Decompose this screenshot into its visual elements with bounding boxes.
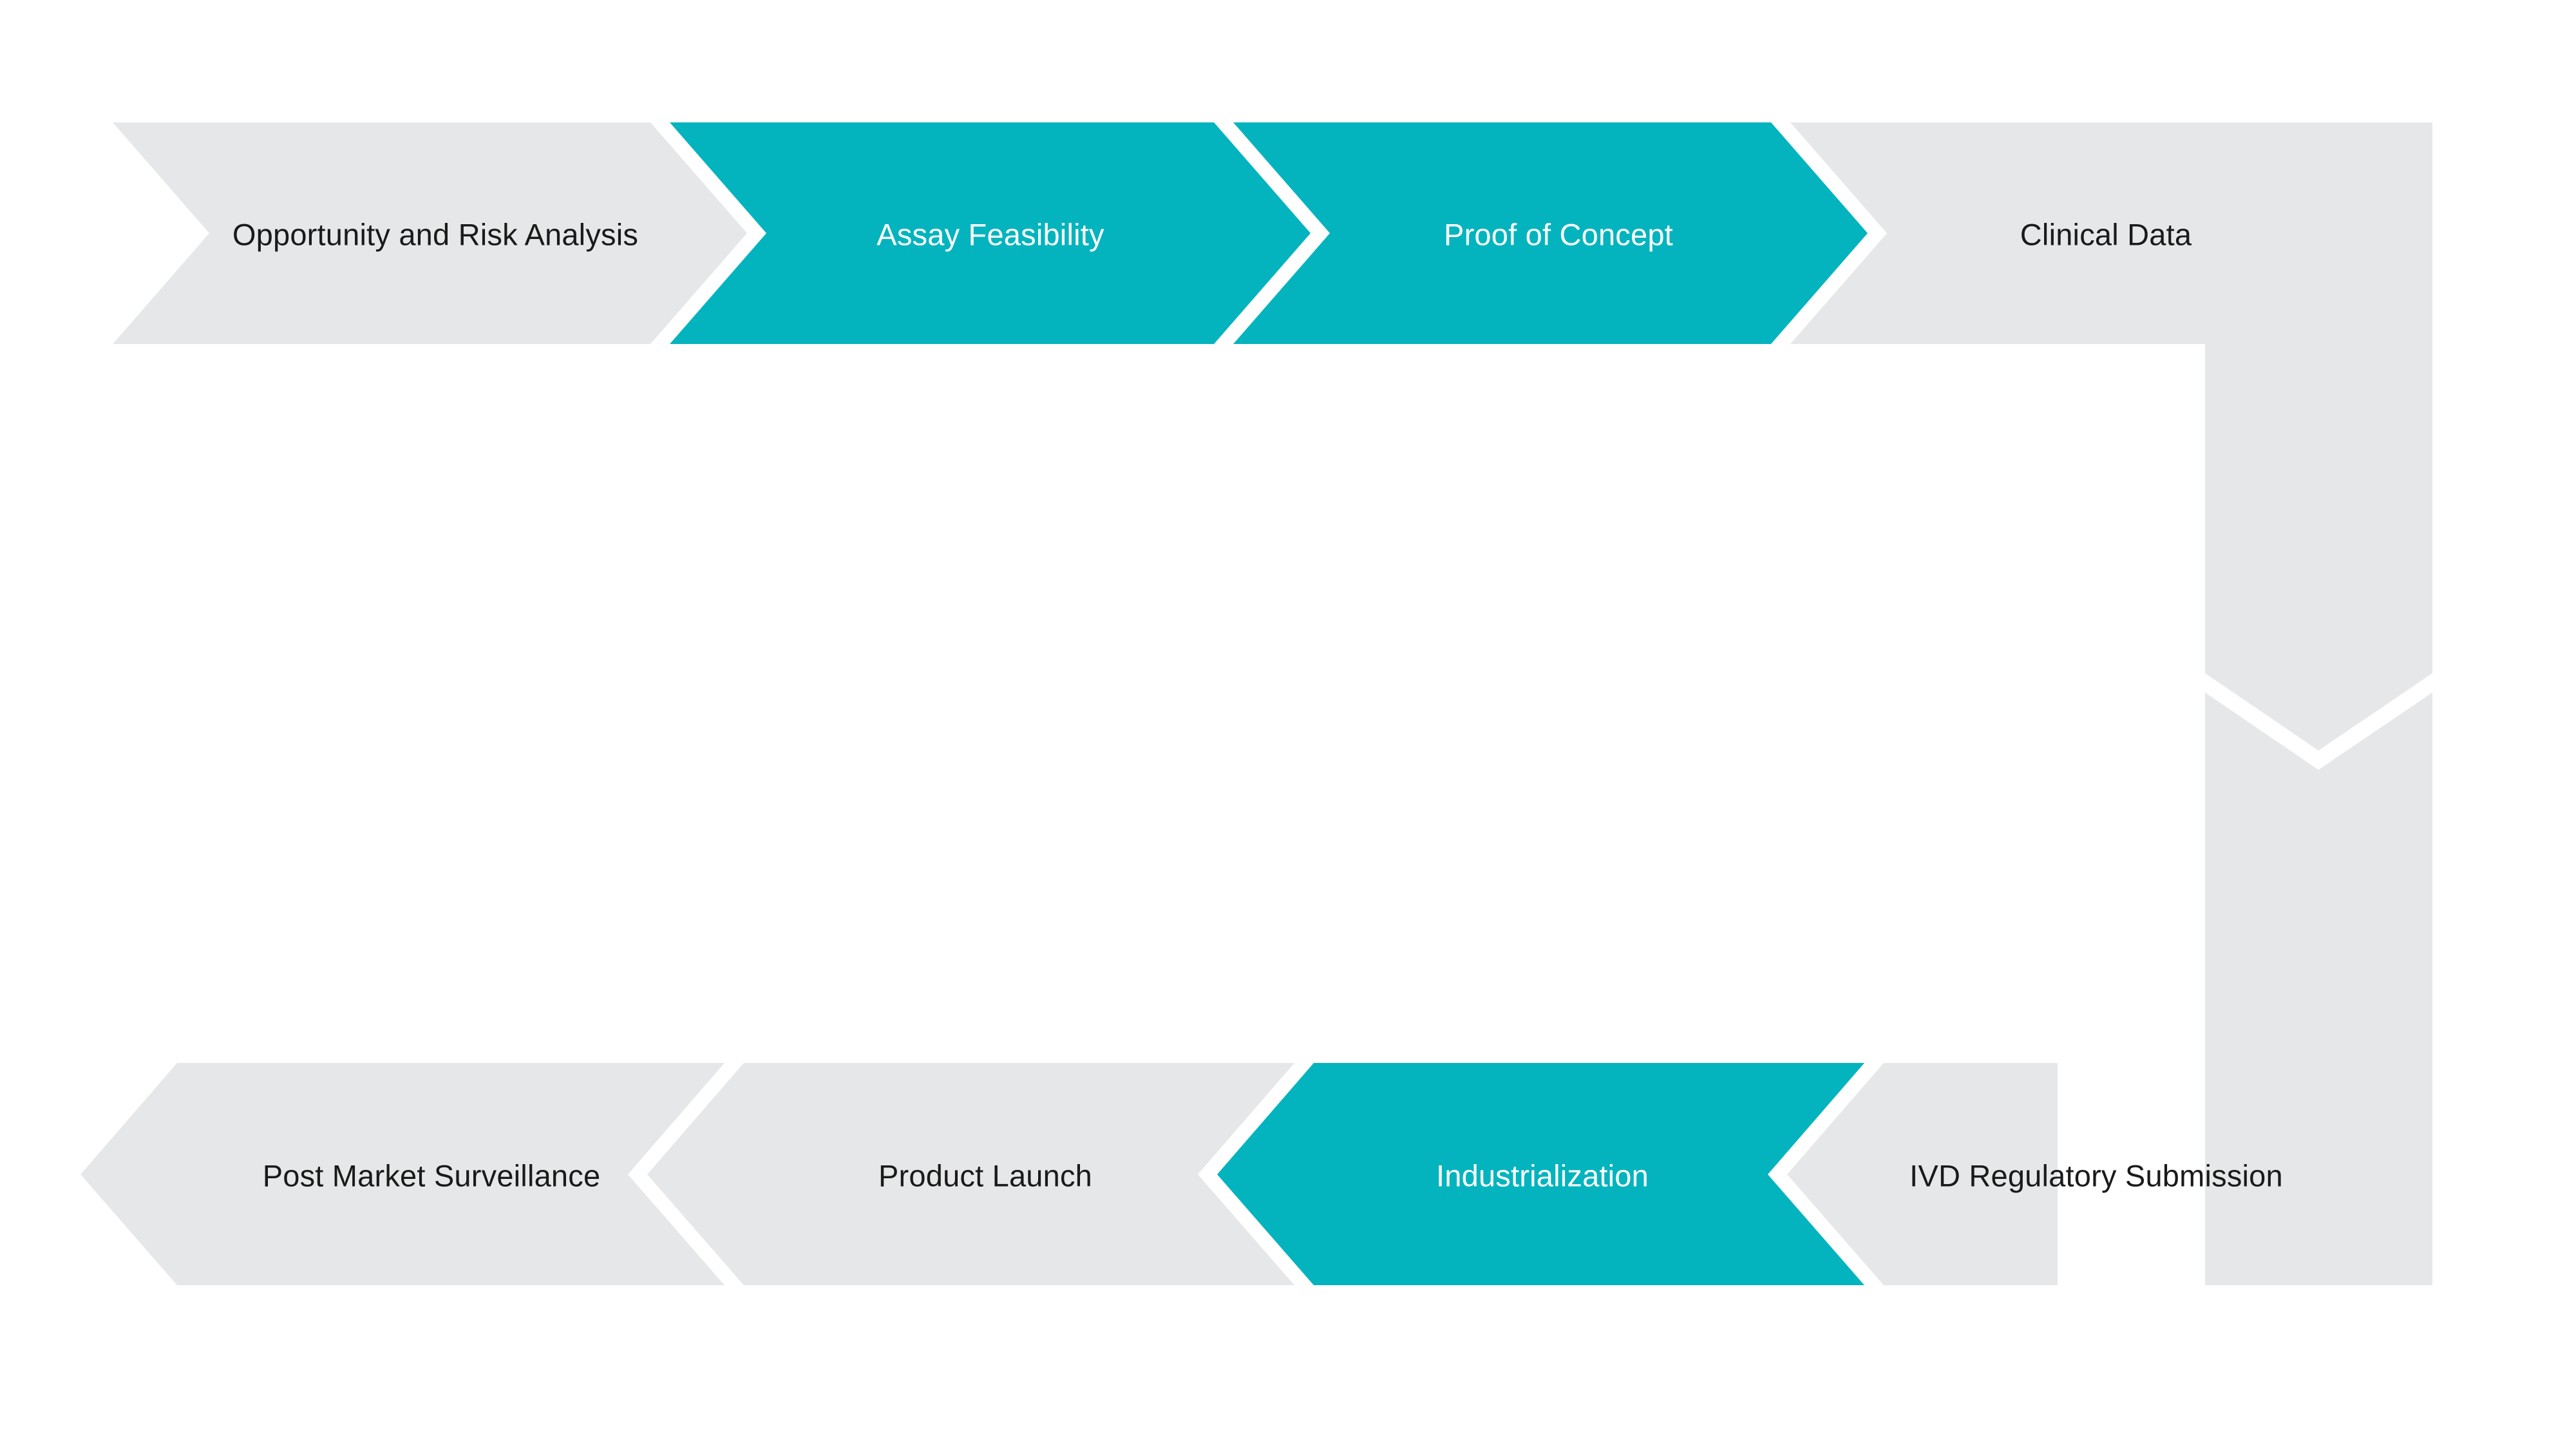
bottom-step-2-shape[interactable]: [1217, 1063, 1864, 1285]
top-step-4-label: Clinical Data: [2020, 217, 2192, 251]
connector-upper-shape[interactable]: [2205, 122, 2432, 751]
connector-lower-shape[interactable]: [2205, 693, 2432, 1285]
top-step-1-label: Opportunity and Risk Analysis: [232, 217, 638, 251]
top-step-3-shape[interactable]: [1233, 122, 1868, 344]
right-connector: [2205, 122, 2432, 1285]
top-step-2-shape[interactable]: [670, 122, 1311, 344]
bottom-step-1-label: IVD Regulatory Submission: [1909, 1158, 2283, 1192]
top-step-4-shape[interactable]: [1790, 122, 2254, 344]
bottom-step-4-label: Post Market Surveillance: [263, 1158, 601, 1192]
bottom-step-4-shape[interactable]: [80, 1063, 724, 1285]
bottom-step-3-label: Product Launch: [878, 1158, 1092, 1192]
top-step-1-shape[interactable]: [113, 122, 747, 344]
top-step-2-label: Assay Feasibility: [876, 217, 1104, 251]
top-step-3-label: Proof of Concept: [1444, 217, 1673, 251]
bottom-step-2-label: Industrialization: [1436, 1158, 1649, 1192]
bottom-row: IVD Regulatory Submission Industrializat…: [80, 1063, 2283, 1285]
bottom-step-1-shape[interactable]: [1787, 1063, 2058, 1285]
bottom-step-3-shape[interactable]: [647, 1063, 1294, 1285]
top-row: Opportunity and Risk Analysis Assay Feas…: [113, 122, 2254, 344]
